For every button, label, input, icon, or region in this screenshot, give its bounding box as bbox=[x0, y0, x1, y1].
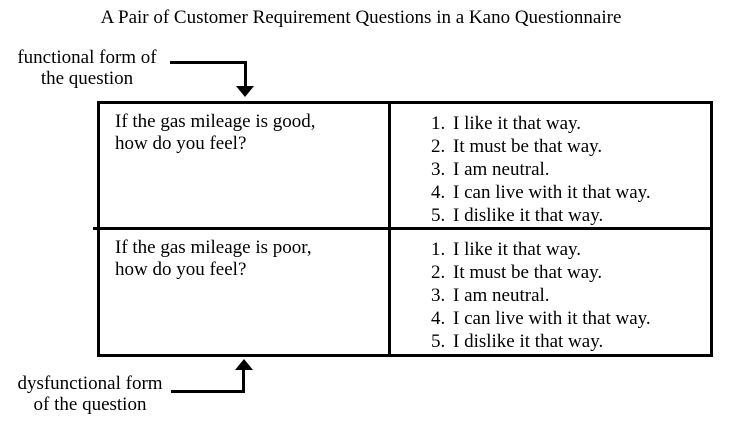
row-divider bbox=[388, 227, 391, 230]
option-item: 3. I am neutral. bbox=[431, 158, 706, 181]
down-arrow-icon bbox=[236, 86, 254, 97]
question-line: how do you feel? bbox=[115, 259, 247, 280]
option-text: I can live with it that way. bbox=[453, 308, 651, 329]
row-divider bbox=[100, 227, 388, 230]
option-text: It must be that way. bbox=[453, 136, 603, 157]
dysfunctional-arrow-horizontal-line bbox=[171, 390, 245, 393]
option-text: I like it that way. bbox=[453, 113, 582, 134]
option-text: I dislike it that way. bbox=[453, 205, 604, 226]
option-item: 5. I dislike it that way. bbox=[431, 204, 706, 227]
row-divider-overhang bbox=[93, 227, 99, 230]
option-text: I like it that way. bbox=[453, 239, 582, 260]
option-number: 4. bbox=[431, 308, 446, 329]
functional-form-label: functional form of the question bbox=[2, 47, 172, 89]
functional-question-cell: If the gas mileage is good, how do you f… bbox=[100, 104, 388, 227]
column-divider bbox=[388, 104, 391, 227]
dysfunctional-options-cell: 1. I like it that way. 2. It must be tha… bbox=[391, 230, 710, 354]
option-number: 4. bbox=[431, 182, 446, 203]
question-line: If the gas mileage is poor, bbox=[115, 237, 312, 258]
option-text: I am neutral. bbox=[453, 159, 550, 180]
question-line: how do you feel? bbox=[115, 133, 247, 154]
question-line: If the gas mileage is good, bbox=[115, 111, 316, 132]
dysfunctional-form-label-line1: dysfunctional form bbox=[17, 373, 163, 394]
dysfunctional-question-cell: If the gas mileage is poor, how do you f… bbox=[100, 230, 388, 354]
option-item: 3. I am neutral. bbox=[431, 284, 706, 307]
option-item: 4. I can live with it that way. bbox=[431, 181, 706, 204]
option-number: 2. bbox=[431, 262, 446, 283]
dysfunctional-arrow-vertical-line bbox=[242, 370, 245, 393]
column-divider bbox=[388, 230, 391, 354]
option-number: 1. bbox=[431, 113, 446, 134]
dysfunctional-form-label: dysfunctional form of the question bbox=[6, 373, 174, 415]
option-item: 2. It must be that way. bbox=[431, 135, 706, 158]
option-item: 1. I like it that way. bbox=[431, 112, 706, 135]
functional-arrow-horizontal-line bbox=[170, 61, 247, 64]
functional-form-label-line2: the question bbox=[40, 68, 134, 89]
figure-title: A Pair of Customer Requirement Questions… bbox=[100, 7, 622, 28]
option-text: It must be that way. bbox=[453, 262, 603, 283]
option-item: 5. I dislike it that way. bbox=[431, 330, 706, 353]
option-item: 4. I can live with it that way. bbox=[431, 307, 706, 330]
option-text: I am neutral. bbox=[453, 285, 550, 306]
functional-arrow-vertical-line bbox=[244, 61, 247, 86]
option-number: 3. bbox=[431, 159, 446, 180]
option-number: 2. bbox=[431, 136, 446, 157]
option-text: I can live with it that way. bbox=[453, 182, 651, 203]
option-number: 5. bbox=[431, 205, 446, 226]
functional-options-cell: 1. I like it that way. 2. It must be tha… bbox=[391, 104, 710, 227]
functional-form-label-line1: functional form of bbox=[17, 47, 157, 68]
option-number: 1. bbox=[431, 239, 446, 260]
option-text: I dislike it that way. bbox=[453, 331, 604, 352]
option-number: 3. bbox=[431, 285, 446, 306]
dysfunctional-form-label-line2: of the question bbox=[33, 394, 147, 415]
option-item: 1. I like it that way. bbox=[431, 238, 706, 261]
kano-question-table: If the gas mileage is good, how do you f… bbox=[97, 101, 713, 357]
option-number: 5. bbox=[431, 331, 446, 352]
row-divider bbox=[391, 227, 710, 230]
option-item: 2. It must be that way. bbox=[431, 261, 706, 284]
up-arrow-icon bbox=[235, 359, 253, 370]
